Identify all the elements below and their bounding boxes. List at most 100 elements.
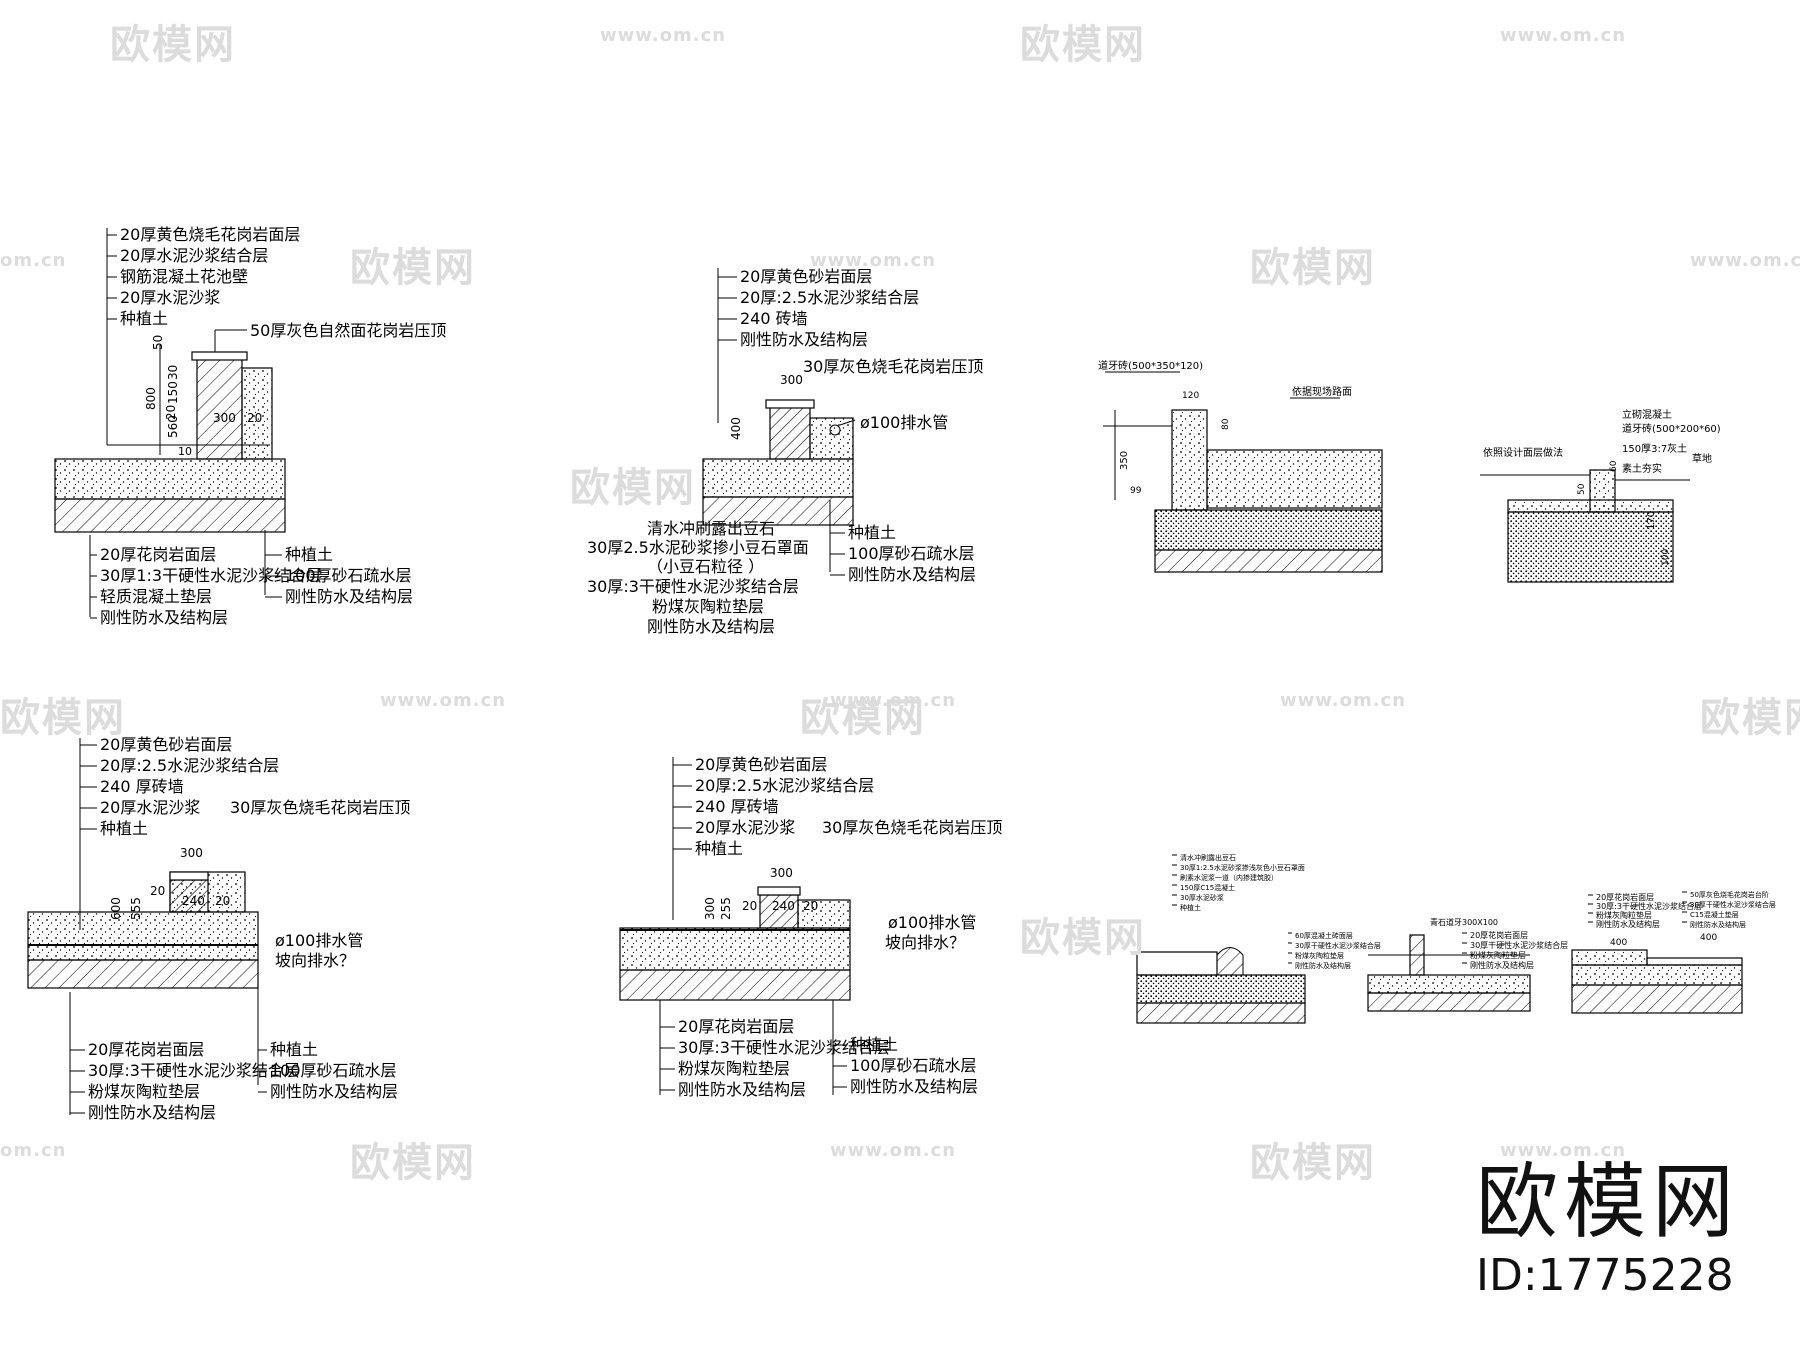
dim-text: 99 — [1130, 486, 1142, 496]
dim-text: 400 — [729, 417, 743, 440]
planting-soil — [241, 367, 273, 460]
brick-wall — [769, 406, 811, 460]
curb-label: 道牙砖(500*350*120) — [1098, 359, 1203, 372]
road-label: 依据现场路面 — [1292, 385, 1352, 398]
cap-label: 50厚灰色自然面花岗岩压顶 — [250, 321, 446, 340]
dim-text: 20 — [150, 884, 165, 898]
callout-text: 30厚干硬性水泥沙浆结合层 — [1295, 941, 1381, 950]
dim-text: 20 — [803, 899, 818, 913]
dim-text: 50 — [1577, 483, 1587, 495]
callout-text: 60厚混凝土砖面层 — [1295, 931, 1353, 940]
brand-block: 欧模网 ID:1775228 — [1476, 1162, 1740, 1300]
callout-text: 20厚黄色砂岩面层 — [740, 267, 872, 286]
dim-text: 100 — [1661, 549, 1671, 566]
cap-stone — [765, 399, 815, 409]
structure-layer — [1571, 984, 1743, 1014]
callout-text: 粉煤灰陶粒垫层 — [652, 597, 764, 616]
dim-text: 600 — [109, 897, 123, 920]
callout-text: 20厚:2.5水泥沙浆结合层 — [740, 288, 919, 307]
watermark-url: www.om.cn — [1280, 690, 1407, 711]
callout-text: 30厚2.5水泥砂浆掺小豆石罩面 — [587, 538, 809, 557]
dim-text: 10 — [178, 445, 192, 458]
watermark-url: www.om.cn — [830, 690, 957, 711]
dim-text: 555 — [129, 897, 143, 920]
label-text: 立砌混凝土 — [1622, 408, 1672, 421]
leader-line — [839, 419, 856, 426]
pipe-label: 坡向排水？ — [885, 933, 965, 952]
planting-soil — [809, 417, 854, 460]
callout-text: 刚性防水及结构层 — [740, 330, 868, 349]
callout-text: 20厚:2.5水泥沙浆结合层 — [100, 756, 279, 775]
label-text: 草地 — [1692, 452, 1712, 465]
callout-text: 30厚:3干硬性水泥沙浆结合层 — [678, 1038, 890, 1057]
callout-text: 粉煤灰陶粒垫层 — [1596, 910, 1652, 920]
bedding-layer — [27, 911, 259, 961]
callout-text: 种植土 — [1180, 903, 1201, 912]
dim-text: 80 — [1221, 418, 1231, 430]
dim-text: 560 — [166, 415, 180, 438]
callout-text: 刚性防水及结构层 — [100, 608, 228, 627]
callout-text: 20厚黄色砂岩面层 — [695, 755, 827, 774]
dim-text: 60 — [1609, 460, 1619, 472]
callout-text: 20厚花岗岩面层 — [88, 1040, 204, 1059]
callout-text: 轻质混凝土垫层 — [100, 587, 212, 606]
watermark-url: www.om.cn — [600, 25, 727, 46]
callout-text: 100厚砂石疏水层 — [850, 1056, 977, 1075]
callout-text: 20厚水泥沙浆结合层 — [120, 246, 268, 265]
callout-text: 240 厚砖墙 — [100, 777, 184, 796]
brand-id: ID:1775228 — [1475, 1250, 1734, 1301]
callout-text: 刚性防水及结构层 — [1596, 919, 1660, 929]
callout-text: 20厚水泥沙浆 — [100, 798, 200, 817]
callout-text: 20厚花岗岩面层 — [1596, 892, 1654, 902]
watermark-url: www.om.cn — [1690, 250, 1800, 271]
callout-text: 刚性防水及结构层 — [848, 565, 976, 584]
callout-text: 刚性防水及结构层 — [850, 1077, 978, 1096]
concrete-base — [1206, 449, 1383, 509]
watermark-brand: 欧模网 — [350, 245, 476, 291]
watermark-brand: 欧模网 — [0, 695, 126, 741]
callout-text: 种植土 — [848, 523, 896, 542]
planting-soil — [797, 899, 851, 929]
dim-text: 20 — [164, 405, 178, 420]
structure-layer — [702, 496, 854, 526]
watermark-brand: 欧模网 — [1250, 1140, 1376, 1186]
watermark-brand: 欧模网 — [1020, 22, 1146, 68]
watermark-url-partial: om.cn — [0, 1140, 67, 1161]
dim-text: 20 — [247, 411, 262, 425]
dim-text: 300 — [770, 866, 793, 880]
curb-stone — [1171, 409, 1208, 511]
callout-text: 粉煤灰陶粒垫层 — [1295, 951, 1344, 960]
callout-text: 刚性防水及结构层 — [270, 1082, 398, 1101]
dim-text: 255 — [719, 897, 733, 920]
structure-layer — [619, 969, 851, 1001]
callout-text: 30厚:3干硬性水泥沙浆结合层 — [587, 577, 799, 596]
dim-text: 400 — [1610, 938, 1627, 948]
watermark-brand: 欧模网 — [1020, 915, 1146, 961]
callout-text: 种植土 — [695, 839, 743, 858]
planter-wall — [196, 358, 243, 460]
step-lower — [1646, 957, 1743, 966]
brick-wall — [169, 879, 209, 913]
cap-label: 30厚灰色烧毛花岗岩压顶 — [230, 798, 410, 817]
watermark-brand: 欧模网 — [110, 22, 236, 68]
callout-text: 刚性防水及结构层 — [1690, 920, 1746, 929]
callout-text: 240 砖墙 — [740, 309, 808, 328]
callout-text: 刚性防水及结构层 — [1295, 961, 1351, 970]
drain-pipe — [829, 424, 841, 436]
watermark-url-partial: om.cn — [0, 250, 67, 271]
callout-text: 20厚黄色烧毛花岗岩面层 — [120, 225, 300, 244]
dim-text: 20 — [215, 894, 230, 908]
curved-curb — [1216, 947, 1244, 976]
callout-text: 20厚花岗岩面层 — [1470, 930, 1528, 940]
label-text: 青石道牙300X100 — [1430, 917, 1498, 927]
step-upper — [1571, 949, 1648, 966]
cap-label: 30厚灰色烧毛花岗岩压顶 — [803, 357, 983, 376]
dim-text: 300 — [703, 897, 717, 920]
structure-layer — [54, 498, 286, 533]
callout-text: 30厚1:2.5水泥砂浆掺浅灰色小豆石罩面 — [1180, 863, 1305, 872]
callout-text: 100厚砂石疏水层 — [848, 544, 975, 563]
callout-text: 清水冲刷露出豆石 — [647, 519, 775, 538]
callout-text: 150厚C15混凝土 — [1180, 883, 1235, 892]
